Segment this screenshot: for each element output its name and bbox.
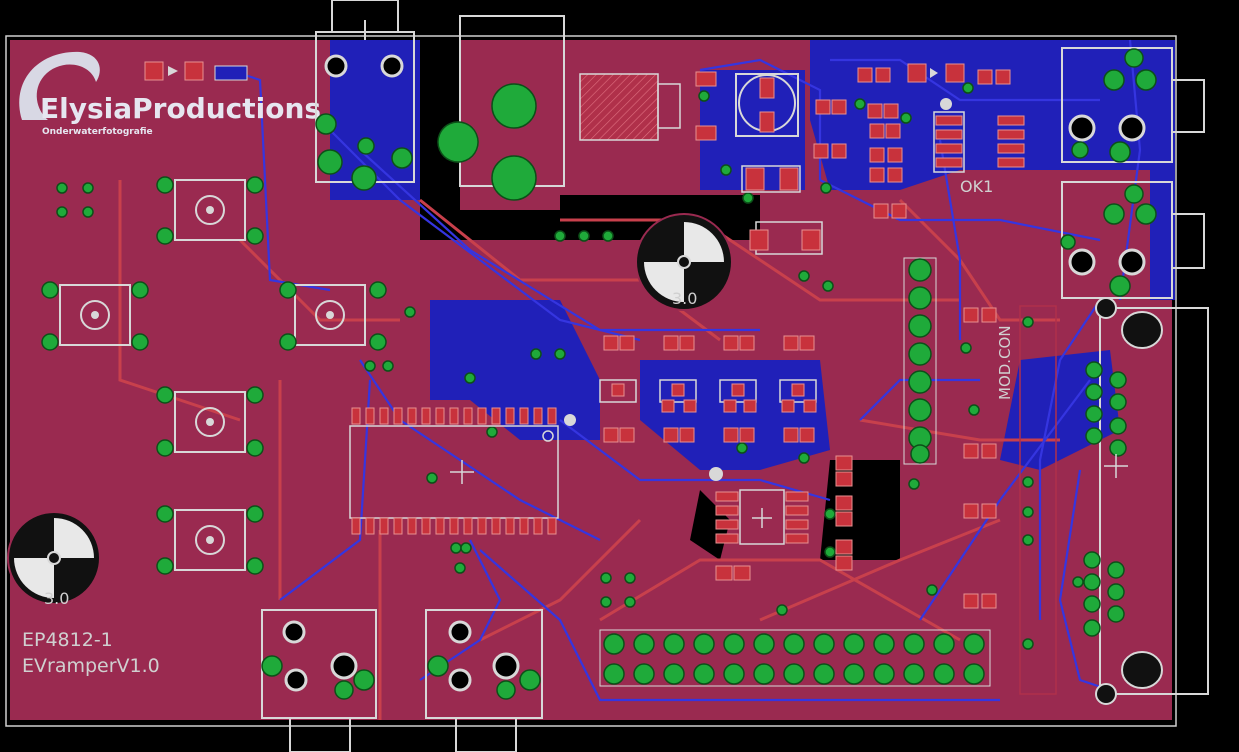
header-pin xyxy=(843,633,865,655)
header-pin xyxy=(813,633,835,655)
header-pin xyxy=(963,633,985,655)
header-pin xyxy=(933,663,955,685)
board-name-label: EVramperV1.0 xyxy=(22,655,160,677)
header-pin xyxy=(963,663,985,685)
pin-header-bottom xyxy=(599,629,991,687)
audio-jack-bottom-2 xyxy=(425,609,543,752)
header-pin xyxy=(843,663,865,685)
header-pin xyxy=(813,663,835,685)
audio-jack-bottom-1 xyxy=(261,609,377,752)
header-pin xyxy=(603,633,625,655)
tactile-switch-3 xyxy=(279,281,387,351)
header-pin xyxy=(873,633,895,655)
smd-capacitor-top xyxy=(741,165,823,255)
header-pin xyxy=(753,663,775,685)
header-pin xyxy=(693,663,715,685)
header-pin xyxy=(603,663,625,685)
ic-soic-8 xyxy=(715,455,853,581)
header-pin xyxy=(873,663,895,685)
tactile-switch-4 xyxy=(156,386,264,457)
power-jack xyxy=(437,15,565,201)
audio-jack-right-1 xyxy=(1061,47,1205,163)
header-pin xyxy=(693,633,715,655)
brand-logo: ElysiaProductions Onderwaterfotografie xyxy=(19,51,321,137)
header-pin xyxy=(903,663,925,685)
board-outline xyxy=(5,35,1177,727)
modcon-label: MOD.CON xyxy=(996,325,1014,400)
logo-text: ElysiaProductions xyxy=(40,92,321,125)
tactile-switch-5 xyxy=(156,505,264,575)
header-pin xyxy=(663,633,685,655)
header-pin xyxy=(903,633,925,655)
header-pin xyxy=(933,633,955,655)
bottom-traces xyxy=(229,39,1142,702)
voltage-regulator xyxy=(579,71,717,141)
mounting-hole-left: 3.0 xyxy=(7,511,101,608)
hole-size-label-left: 3.0 xyxy=(44,589,69,608)
header-pin xyxy=(633,663,655,685)
optocoupler-area: OK1 xyxy=(813,63,1025,219)
tactile-switch-1 xyxy=(156,176,264,245)
wave-logo-icon xyxy=(19,51,100,120)
header-pin xyxy=(723,633,745,655)
ic-microcontroller xyxy=(349,407,576,535)
via-clusters xyxy=(56,82,1084,650)
electrolytic-capacitor xyxy=(735,73,799,137)
audio-jack-top-1 xyxy=(315,0,415,191)
resistor-column-right xyxy=(963,307,997,609)
board-code-label: EP4812-1 xyxy=(22,629,113,651)
pin-header-vertical xyxy=(903,257,937,465)
header-pin xyxy=(663,663,685,685)
ok1-label: OK1 xyxy=(960,177,993,196)
hole-size-label: 3.0 xyxy=(672,289,697,308)
header-pin xyxy=(753,633,775,655)
tactile-switch-2 xyxy=(41,281,149,351)
header-pin xyxy=(633,633,655,655)
logo-subtitle: Onderwaterfotografie xyxy=(42,127,153,137)
mounting-hole-center: 3.0 xyxy=(635,213,733,311)
header-pin xyxy=(783,663,805,685)
diode-top-left xyxy=(144,61,248,81)
header-pin xyxy=(783,633,805,655)
header-pin xyxy=(723,663,745,685)
audio-jack-right-2 xyxy=(1060,181,1205,299)
module-connector: MOD.CON xyxy=(996,297,1209,705)
transistor-array xyxy=(599,335,817,481)
